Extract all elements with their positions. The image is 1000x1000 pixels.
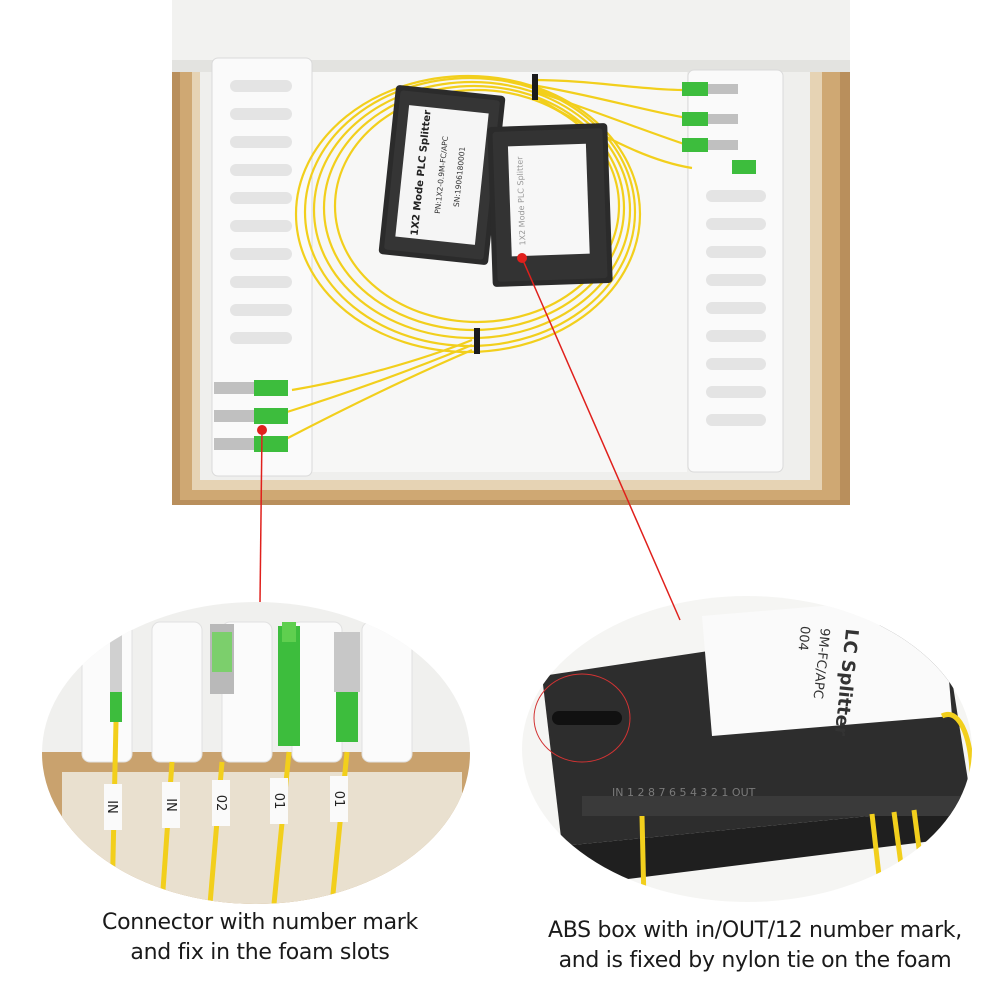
splitter-box-2-title: 1X2 Mode PLC Splitter (515, 156, 527, 246)
right-foam-slot-bar (687, 69, 784, 473)
splitter-box-1: 1X2 Mode PLC Splitter PN:1X2-0.9M-FC/APC… (378, 85, 506, 265)
port-marks: IN 1 2 8 7 6 5 4 3 2 1 OUT (612, 786, 756, 799)
label-line-2: 9M-FC/APC (810, 627, 832, 699)
caption-left-line-2: and fix in the foam slots (130, 940, 390, 965)
product-photo: 1X2 Mode PLC Splitter PN:1X2-0.9M-FC/APC… (172, 0, 850, 505)
cable-mark: IN (104, 800, 119, 814)
caption-right: ABS box with in/OUT/12 number mark, and … (520, 916, 990, 976)
leader-dot-left (257, 425, 267, 435)
nylon-tie (552, 711, 622, 725)
caption-left-line-1: Connector with number mark (102, 910, 418, 935)
cable-mark: IN (163, 798, 178, 812)
fc-apc-connectors (110, 622, 360, 746)
caption-right-line-1: ABS box with in/OUT/12 number mark, (548, 918, 962, 943)
splitter-label (702, 596, 952, 736)
left-foam-slot-bar (211, 57, 313, 477)
leader-dot-right (517, 253, 527, 263)
highlight-circle (533, 673, 631, 763)
nylon-tie (532, 74, 538, 100)
label-line-3: 004 (795, 625, 813, 651)
nylon-tie (474, 328, 480, 354)
splitter-box-2: 1X2 Mode PLC Splitter (487, 123, 613, 287)
cable-mark: 02 (213, 795, 228, 812)
cable-mark: 01 (331, 791, 346, 808)
caption-left: Connector with number mark and fix in th… (30, 908, 490, 968)
connector-closeup: IN IN 02 01 01 (42, 602, 470, 904)
cable-mark: 01 (271, 793, 286, 810)
caption-right-line-2: and is fixed by nylon tie on the foam (558, 948, 952, 973)
abs-box-closeup: LC Splitter 9M-FC/APC 004 IN 1 2 8 7 6 5… (522, 596, 972, 902)
connectors-right (682, 82, 756, 174)
